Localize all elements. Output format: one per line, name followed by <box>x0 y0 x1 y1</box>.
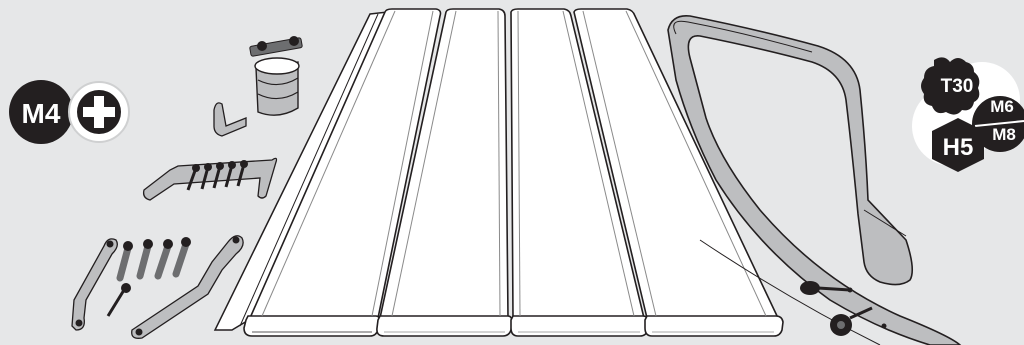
metric-bottom-label: M8 <box>992 125 1016 144</box>
bolt-size-label: M4 <box>22 98 61 129</box>
wall-anchors <box>120 237 191 278</box>
phillips-icon <box>69 82 129 142</box>
hex-key-label: H5 <box>943 134 974 161</box>
bolt-size-badge: M4 <box>9 80 73 144</box>
tool-badge-cluster: T30 H5 M6 M8 <box>912 57 1024 172</box>
loose-screw <box>108 283 131 316</box>
clamp-fitting <box>250 36 303 115</box>
left-bracket <box>72 239 117 330</box>
mounting-rail <box>144 158 277 200</box>
torx-bit-label: T30 <box>941 76 974 97</box>
hook-bracket <box>214 103 246 136</box>
metric-top-label: M6 <box>990 97 1014 116</box>
